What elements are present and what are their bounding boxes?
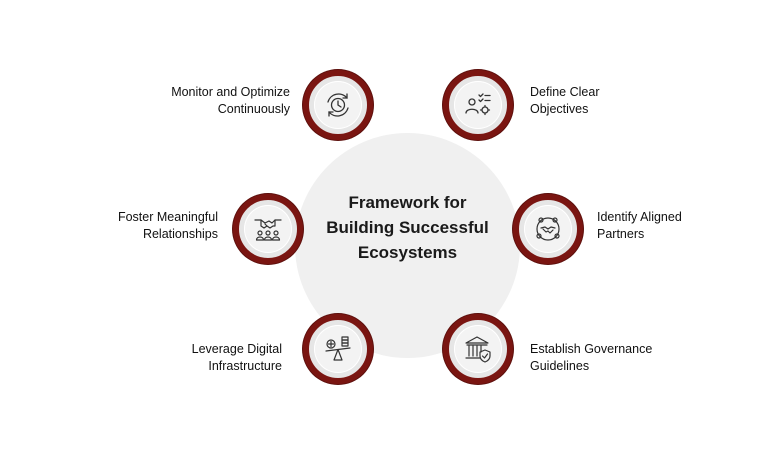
- label-establish-governance: Establish Governance Guidelines: [530, 342, 653, 373]
- center-title-line-2: Building Successful: [326, 218, 489, 237]
- cycle-clock-icon: [327, 93, 349, 117]
- node-foster-relationships: [233, 194, 303, 264]
- handshake-team-icon: [254, 219, 282, 241]
- node-leverage-infrastructure: [303, 314, 373, 384]
- label-identify-partners: Identify Aligned Partners: [597, 210, 682, 241]
- center-title: Framework for Building Successful Ecosys…: [300, 190, 515, 265]
- node-establish-governance: [443, 314, 513, 384]
- label-foster-relationships: Foster Meaningful Relationships: [117, 210, 218, 241]
- label-leverage-infrastructure: Leverage Digital Infrastructure: [191, 342, 282, 373]
- center-title-line-1: Framework for: [348, 193, 467, 212]
- handshake-circle-icon: [536, 217, 560, 241]
- center-title-line-3: Ecosystems: [357, 243, 458, 262]
- node-identify-partners: [513, 194, 583, 264]
- node-monitor-optimize: [303, 70, 373, 140]
- balance-scale-icon: [325, 336, 351, 361]
- people-checklist-icon: [465, 93, 491, 116]
- institution-shield-icon: [465, 336, 491, 363]
- node-define-objectives: [443, 70, 513, 140]
- label-define-objectives: Define Clear Objectives: [530, 85, 600, 116]
- label-monitor-optimize: Monitor and Optimize Continuously: [171, 85, 290, 116]
